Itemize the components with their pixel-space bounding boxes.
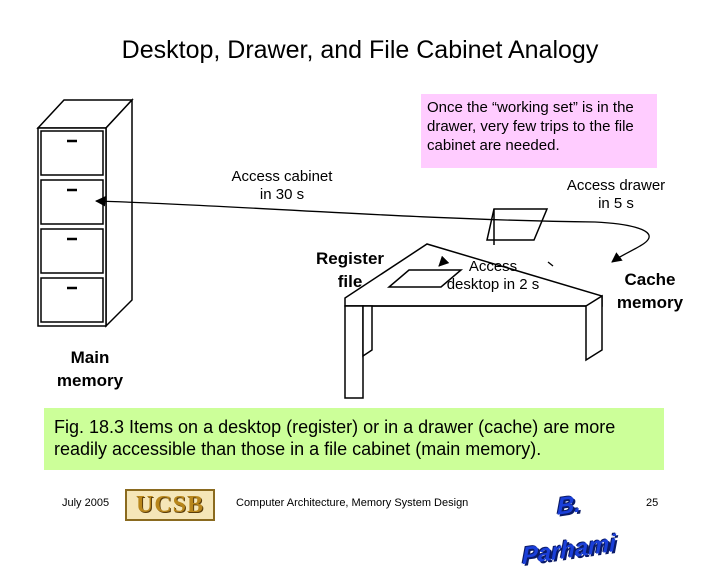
ucsb-logo: UCSB: [125, 489, 215, 521]
access-desktop-line-2: desktop in 2 s: [446, 276, 540, 293]
desk-open-drawer: [486, 208, 549, 241]
access-drawer-line-1: Access drawer: [566, 177, 666, 194]
register-file-label: Register file: [300, 247, 400, 293]
cabinet-drawer-1: [40, 130, 104, 176]
access-desktop-label: Access desktop in 2 s: [433, 258, 553, 294]
cache-line-2: memory: [616, 293, 684, 312]
main-line-2: memory: [56, 371, 124, 390]
file-cabinet: [36, 98, 134, 328]
cabinet-drawer-4: [40, 277, 104, 323]
footer-course: Computer Architecture, Memory System Des…: [236, 497, 469, 509]
footer-date: July 2005: [62, 497, 110, 509]
cache-line-1: Cache: [624, 270, 676, 289]
memory-analogy-diagram: [36, 98, 650, 399]
desk: [344, 208, 603, 399]
page-number: 25: [646, 497, 659, 509]
desk-pad: [386, 269, 464, 288]
access-desktop-line-1: Access: [468, 258, 518, 275]
access-cabinet-line-1: Access cabinet: [231, 168, 333, 185]
main-line-1: Main: [70, 348, 110, 367]
main-memory-label: Main memory: [40, 346, 140, 392]
register-line-1: Register: [315, 249, 385, 268]
cabinet-front: [37, 127, 107, 327]
access-desktop-arrow: [438, 255, 450, 267]
desk-front-panel: [344, 305, 364, 399]
working-set-callout: Once the “working set” is in the drawer,…: [421, 94, 657, 168]
cabinet-side: [105, 98, 133, 328]
access-cabinet-arrow: [94, 196, 650, 263]
figure-caption: Fig. 18.3 Items on a desktop (register) …: [44, 408, 664, 470]
desk-side-panel: [362, 305, 373, 358]
access-drawer-label: Access drawer in 5 s: [546, 177, 686, 213]
access-cabinet-line-2: in 30 s: [259, 186, 305, 203]
slide-title: Desktop, Drawer, and File Cabinet Analog…: [121, 36, 599, 64]
access-drawer-line-2: in 5 s: [598, 195, 634, 212]
register-line-2: file: [337, 272, 363, 291]
access-cabinet-label: Access cabinet in 30 s: [212, 168, 352, 204]
desk-right-leg: [585, 294, 603, 362]
access-desktop-arrow-tail: [547, 261, 554, 267]
cache-memory-label: Cache memory: [600, 268, 700, 314]
